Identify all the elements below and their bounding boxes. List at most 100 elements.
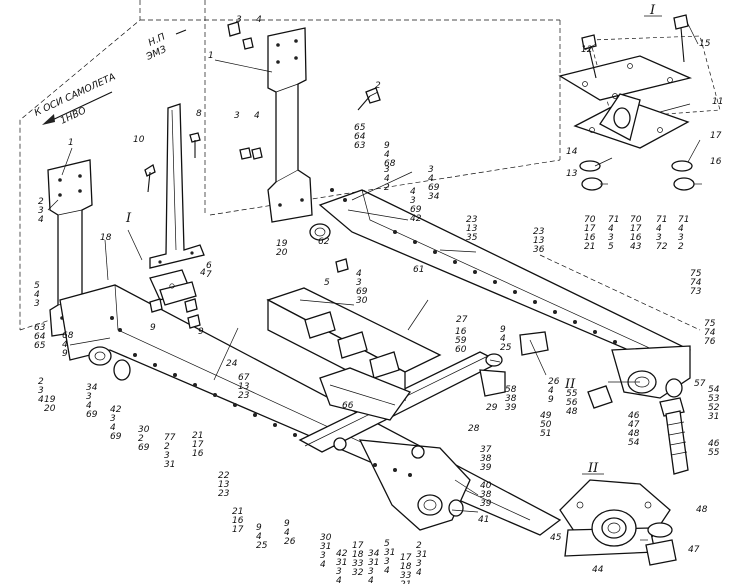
callout-line: 42 bbox=[110, 405, 122, 415]
callout-line: 9 bbox=[548, 395, 554, 405]
callout-line: 69 bbox=[428, 183, 440, 193]
callout-line: 2 bbox=[384, 183, 390, 193]
callout-line: 23 bbox=[218, 489, 230, 499]
rivet-rows bbox=[110, 188, 617, 477]
callout-line: 3 bbox=[410, 196, 416, 206]
callout-line: 4 bbox=[656, 224, 662, 234]
callout-line: 2 bbox=[138, 434, 144, 444]
callout-line: 16 bbox=[232, 516, 244, 526]
callout-9a: 9 bbox=[150, 323, 156, 333]
callout-line: 75 bbox=[704, 319, 716, 329]
callout-line: 13 bbox=[466, 224, 478, 234]
callout-line: 32 bbox=[352, 568, 364, 578]
callout-2a: 2 bbox=[375, 81, 381, 91]
callout-line: 71 bbox=[656, 215, 667, 225]
callout-line: 4 bbox=[410, 187, 416, 197]
callout-57: 57 bbox=[694, 379, 706, 389]
callout-line: 19 bbox=[276, 239, 288, 249]
callout-line: 4 bbox=[320, 560, 326, 570]
callout-line: 31 bbox=[708, 412, 719, 422]
callout-line: 73 bbox=[690, 287, 702, 297]
callout-line: 36 bbox=[533, 245, 545, 255]
callout-line: 54 bbox=[628, 438, 640, 448]
callout-I-left: I bbox=[125, 211, 132, 226]
callout-line: 38 bbox=[480, 490, 492, 500]
callout-4a: 4 bbox=[256, 15, 262, 25]
callout-line: 50 bbox=[540, 420, 552, 430]
axis-arrow: К ОСИ САМОЛЕТА 1НВО bbox=[33, 71, 118, 126]
callout-1a: 1 bbox=[208, 51, 214, 61]
callout-line: 47 bbox=[628, 420, 640, 430]
callout-line: 59 bbox=[455, 336, 467, 346]
floor-panel bbox=[266, 287, 442, 421]
flight-direction-bottom: ЭМЗ bbox=[144, 44, 169, 63]
callout-line: 13 bbox=[533, 236, 545, 246]
callout-line: 25 bbox=[500, 343, 512, 353]
callout-line: 31 bbox=[320, 542, 331, 552]
callout-line: 22 bbox=[218, 471, 230, 481]
callout-line: 7 bbox=[206, 270, 212, 280]
callout-line: 4 bbox=[678, 224, 684, 234]
callout-line: 42 bbox=[336, 549, 348, 559]
callout-61: 61 bbox=[413, 265, 424, 275]
detail-view-one: I bbox=[558, 3, 721, 191]
callout-12: 12 bbox=[581, 45, 593, 55]
callout-line: 5 bbox=[608, 242, 614, 252]
callout-line: 23 bbox=[238, 391, 250, 401]
callout-line: 3 bbox=[38, 206, 44, 216]
callout-line: 4 bbox=[428, 174, 434, 184]
callout-line: 69 bbox=[86, 410, 98, 420]
callout-line: 4 bbox=[548, 386, 554, 396]
callout-line: 74 bbox=[704, 328, 716, 338]
callout-line: 42 bbox=[410, 214, 422, 224]
callout-line: 2 bbox=[38, 197, 44, 207]
callout-1b: 1 bbox=[68, 138, 74, 148]
callout-line: 21 bbox=[232, 507, 243, 517]
callout-line: 3 bbox=[608, 233, 614, 243]
callout-line: 46 bbox=[708, 439, 720, 449]
callout-line: 4 bbox=[368, 576, 374, 584]
callout-line: 26 bbox=[284, 537, 296, 547]
callout-line: 6 bbox=[206, 261, 212, 271]
fuselage-wall-outline bbox=[19, 0, 701, 331]
callout-line: 17 bbox=[400, 553, 412, 563]
callout-line: 3 bbox=[678, 233, 684, 243]
callout-line: 30 bbox=[356, 296, 368, 306]
callout-line: 18 bbox=[400, 562, 412, 572]
callout-line: 13 bbox=[238, 382, 250, 392]
callout-11: 11 bbox=[712, 97, 723, 107]
callout-line: 52 bbox=[708, 403, 720, 413]
callout-line: 34 bbox=[368, 549, 380, 559]
callout-line: 71 bbox=[678, 215, 689, 225]
callout-line: 19 bbox=[44, 395, 56, 405]
callout-line: 3 bbox=[416, 559, 422, 569]
callout-line: 46 bbox=[628, 411, 640, 421]
callout-line: 3 bbox=[384, 165, 390, 175]
callout-line: 23 bbox=[466, 215, 478, 225]
callout-line: 70 bbox=[584, 215, 596, 225]
callout-line: 54 bbox=[708, 385, 720, 395]
flight-direction-marker: Н.П ЭМЗ bbox=[144, 29, 187, 63]
callout-line: 4 bbox=[384, 566, 390, 576]
callout-41: 41 bbox=[478, 515, 489, 525]
callout-line: 3 bbox=[656, 233, 662, 243]
callout-line: 3 bbox=[428, 165, 434, 175]
callout-line: 34 bbox=[86, 383, 98, 393]
callout-line: 33 bbox=[400, 571, 412, 581]
callout-line: 9 bbox=[500, 325, 506, 335]
callout-line: 77 bbox=[164, 433, 176, 443]
callout-line: 4 bbox=[500, 334, 506, 344]
